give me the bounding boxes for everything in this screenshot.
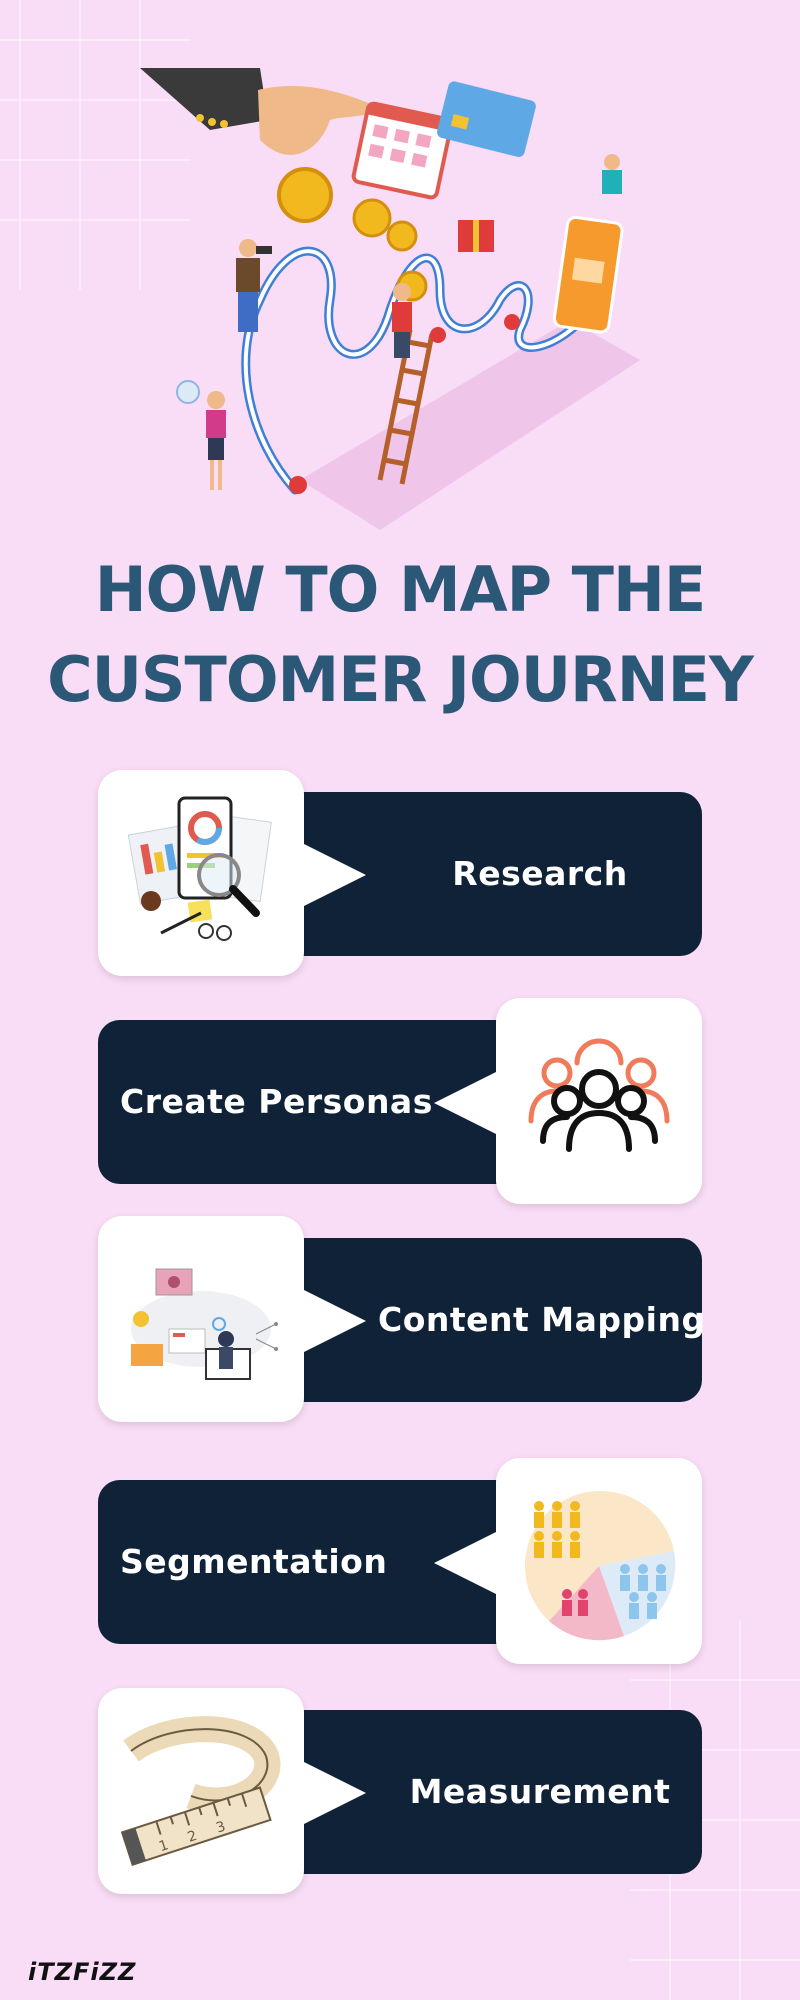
brand-logo: iTZFiZZ [28, 1958, 137, 1986]
title-line-1: HOW TO MAP THE [94, 553, 706, 626]
step-card [496, 998, 702, 1204]
step-card [98, 770, 304, 976]
step-pointer [434, 1072, 496, 1134]
measuring-tape-icon: 123 [120, 1716, 281, 1866]
title-line-2: CUSTOMER JOURNEY [47, 643, 754, 716]
page-title: HOW TO MAP THE CUSTOMER JOURNEY [0, 545, 800, 725]
step-label: Create Personas [120, 1082, 433, 1121]
step-label: Segmentation [120, 1542, 388, 1581]
step-pointer [434, 1532, 496, 1594]
step-pointer [304, 844, 366, 906]
customer-journey-illustration [140, 68, 640, 530]
step-card [98, 1216, 304, 1422]
research-icon [127, 796, 272, 941]
step-segmentation: Segmentation [98, 1458, 702, 1668]
content-mapping-icon [131, 1268, 278, 1380]
step-label: Content Mapping [378, 1300, 706, 1339]
personas-icon [528, 1038, 670, 1152]
step-create-personas: Create Personas [98, 998, 702, 1208]
step-content-mapping: Content Mapping [98, 1216, 706, 1426]
grid-decoration-top [0, 0, 190, 290]
step-card [496, 1458, 702, 1664]
step-label: Measurement [409, 1772, 671, 1811]
step-label: Research [452, 854, 628, 893]
step-pointer [304, 1290, 366, 1352]
step-pointer [304, 1762, 366, 1824]
step-research: Research [98, 770, 702, 980]
segmentation-icon [524, 1490, 676, 1641]
